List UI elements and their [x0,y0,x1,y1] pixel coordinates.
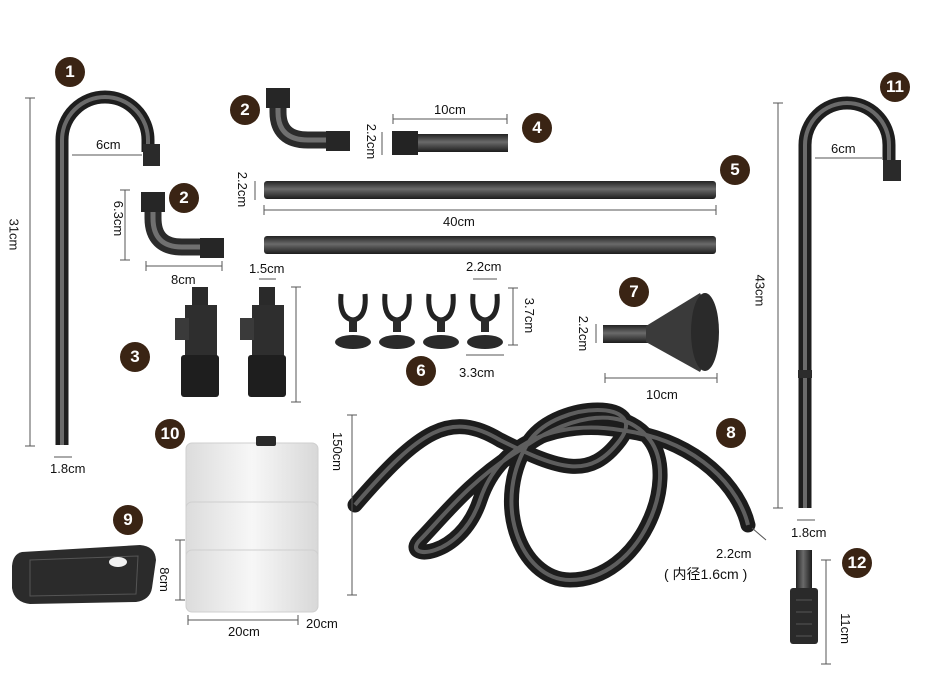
dim-hose-len: 150cm [330,431,346,472]
dim-pipe5-dia: 2.2cm [235,171,251,208]
dimension-lines [25,97,882,665]
badge-5: 5 [720,155,750,185]
badge-10: 10 [155,419,185,449]
funnel-7 [603,293,719,372]
badge-11: 11 [880,72,910,102]
dim-pipe1-dia: 1.8cm [50,461,86,476]
dim-hose-dia: 2.2cm [716,546,752,561]
badge-1: 1 [55,57,85,87]
intake-pipe-11 [798,96,901,508]
dim-clip-base: 3.3cm [459,365,495,380]
dim-pipe11-dia: 1.8cm [791,525,827,540]
badge-12: 12 [842,548,872,578]
dim-pipe1-width: 6cm [96,137,121,152]
dim-pipe11-height: 43cm [752,274,768,307]
badge-2b: 2 [169,183,199,213]
intake-pipe-1 [55,90,160,445]
dim-pipe1-height: 31cm [6,218,22,251]
dim-elbow-height: 6.3cm [111,200,127,237]
badge-9: 9 [113,505,143,535]
dim-container-depth: 20cm [306,616,338,631]
dim-container-tier: 8cm [156,567,172,592]
dim-elbow-top-dia: 2.2cm [364,123,380,160]
dim-funnel-dia: 2.2cm [576,315,592,352]
dim-pipe11-width: 6cm [831,141,856,156]
short-tube-4 [392,131,508,155]
dim-hose-inner: ( 内径1.6cm ) [664,566,748,582]
canister-10 [185,436,319,613]
dim-clip-width: 2.2cm [466,259,502,274]
filter-plate-9 [12,545,156,604]
dim-strainer-len: 11cm [837,613,853,644]
dim-container-width: 20cm [228,624,260,639]
elbow-connector-2b [141,192,224,258]
elbow-connector-2a [266,88,350,151]
dim-pipe5-len: 40cm [443,214,475,229]
badge-7: 7 [619,277,649,307]
dim-funnel-len: 10cm [646,387,678,402]
dim-valve-dia: 1.5cm [249,261,285,276]
strainer-12 [790,550,818,644]
badge-2a: 2 [230,95,260,125]
badge-8: 8 [716,418,746,448]
valves-3 [175,287,286,397]
badge-6: 6 [406,356,436,386]
dim-elbow-width: 8cm [171,272,196,287]
suction-clips-6 [335,293,503,349]
badge-3: 3 [120,342,150,372]
badge-4: 4 [522,113,552,143]
dim-tube4-len: 10cm [434,102,466,117]
straight-pipes-5 [264,181,716,254]
hose-8 [347,402,756,588]
dim-clip-height: 3.7cm [522,297,538,334]
